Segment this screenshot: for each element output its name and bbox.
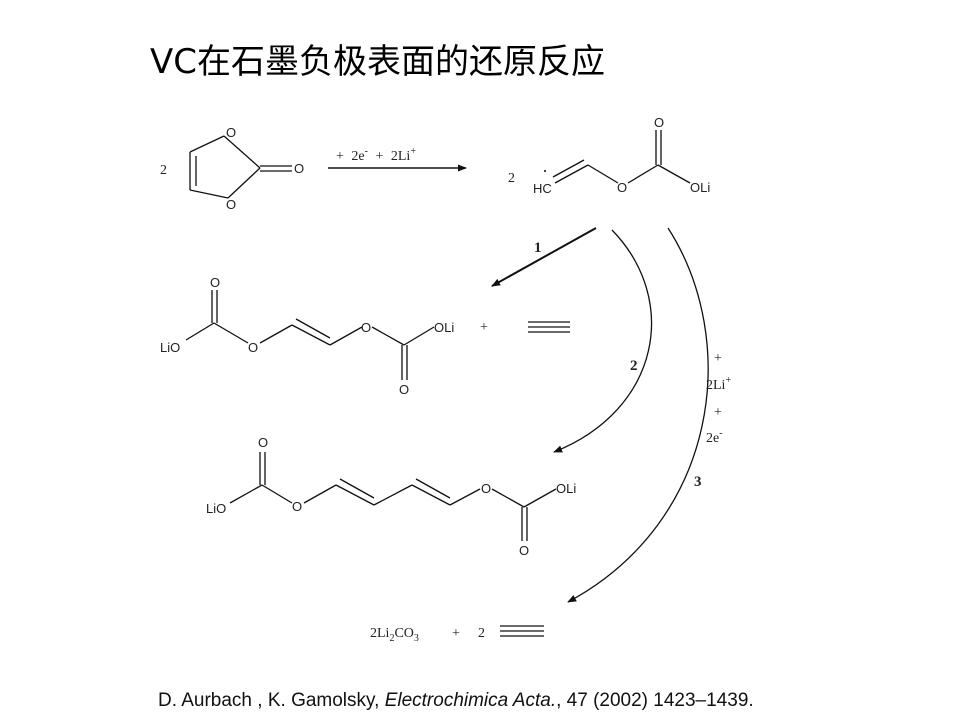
atom-oli: OLi (556, 481, 576, 496)
atom-o-ring-top: O (226, 125, 236, 140)
product-1-plus: + (480, 320, 488, 335)
path3-electrons: 2e- (706, 428, 723, 446)
pathway-1-label: 1 (534, 240, 542, 256)
citation: D. Aurbach , K. Gamolsky, Electrochimica… (158, 690, 754, 712)
pathway-2-label: 2 (630, 358, 638, 374)
atom-oli: OLi (690, 180, 710, 195)
atom-o-top: O (258, 435, 268, 450)
atom-o-ester-2: O (481, 481, 491, 496)
citation-authors: D. Aurbach , K. Gamolsky, (158, 690, 385, 711)
acetylene-coefficient: 2 (478, 626, 485, 641)
slide-title: VC在石墨负极表面的还原反应 (150, 42, 605, 82)
conditions-text: + 2e- + 2Li+ (336, 143, 416, 164)
pathway-3-arrow (567, 227, 709, 603)
vinylene-carbonate (189, 135, 292, 199)
product-3-plus: + (452, 626, 460, 641)
atom-o-ester-1: O (248, 340, 258, 355)
atom-oli: OLi (434, 320, 454, 335)
citation-details: , 47 (2002) 1423–1439. (556, 690, 754, 711)
pathway-2-arrow (553, 229, 653, 453)
reactant-coefficient: 2 (160, 163, 167, 178)
path3-plus-top: + (714, 351, 722, 366)
acetylene-triple-bond (500, 625, 544, 637)
atom-hc: HC (533, 181, 552, 196)
path3-lithium: 2Li+ (706, 375, 731, 393)
radical-dot: · (542, 160, 548, 180)
acetylene-triple-bond (528, 321, 570, 333)
atom-o-bottom: O (399, 382, 409, 397)
atom-lio: LiO (160, 340, 180, 355)
product-1-structure (185, 290, 435, 380)
radical-coefficient: 2 (508, 171, 515, 186)
pathway-1-arrow (491, 227, 597, 287)
citation-journal: Electrochimica Acta. (384, 690, 557, 711)
atom-o-top: O (210, 275, 220, 290)
product-2-structure (229, 452, 557, 541)
atom-o-ester: O (617, 180, 627, 195)
atom-o-ring-bottom: O (226, 197, 236, 212)
atom-o-bottom: O (519, 543, 529, 558)
atom-o-carbonyl: O (654, 115, 664, 130)
radical-intermediate (552, 130, 691, 184)
atom-o-ester-2: O (361, 320, 371, 335)
atom-o-carbonyl: O (294, 161, 304, 176)
atom-o-ester-1: O (292, 499, 302, 514)
path3-plus-bottom: + (714, 405, 722, 420)
atom-lio: LiO (206, 501, 226, 516)
lithium-carbonate: 2Li2CO3 (370, 626, 419, 644)
pathway-3-label: 3 (694, 474, 702, 490)
